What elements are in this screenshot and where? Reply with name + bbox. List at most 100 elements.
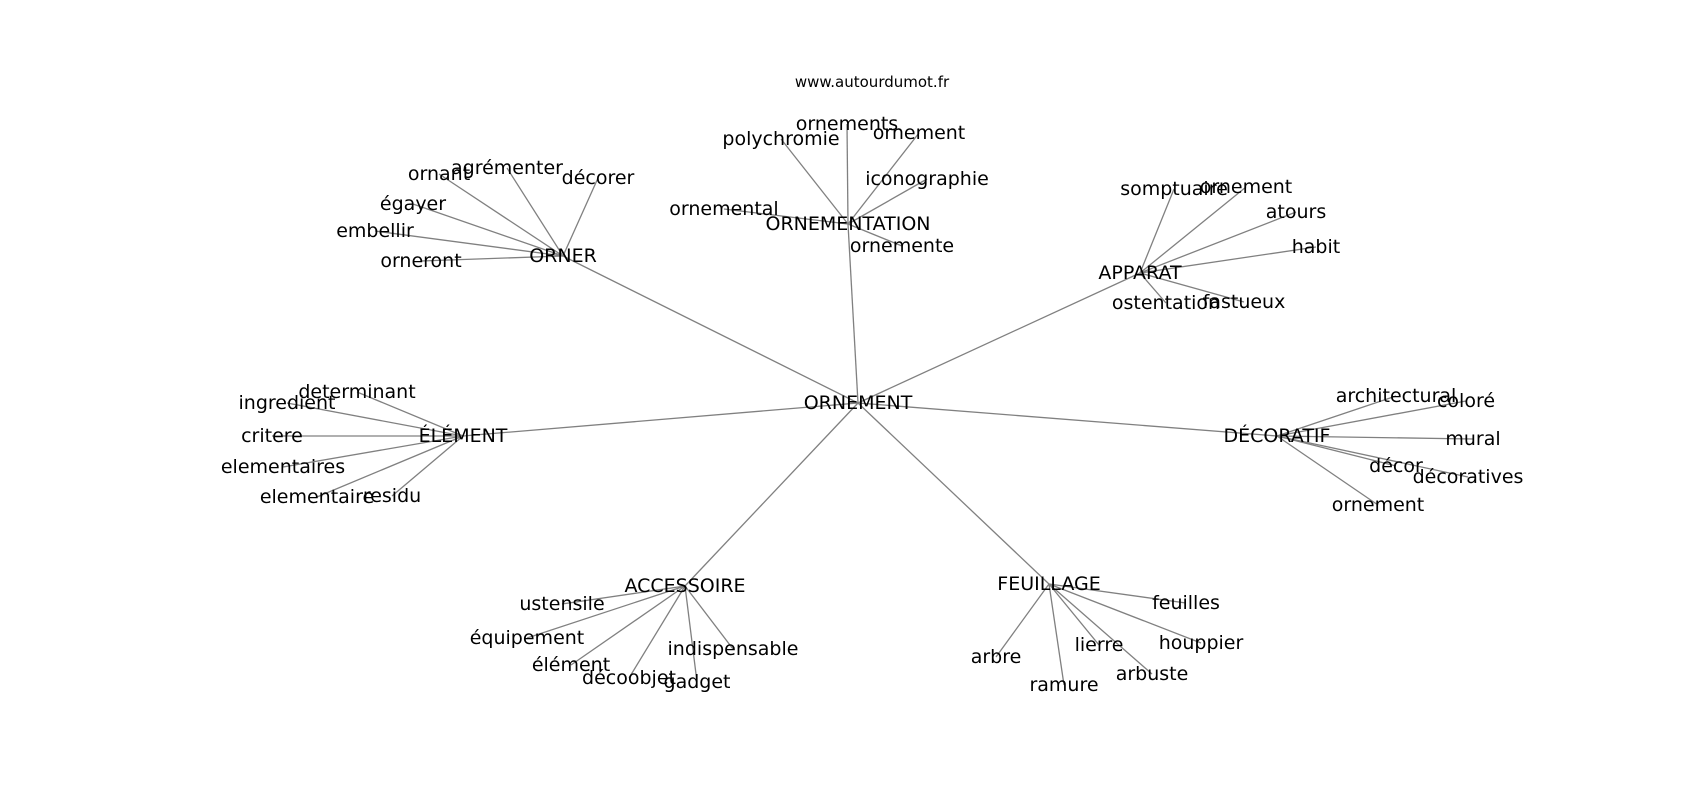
hub-node-label-feuillage: FEUILLAGE	[997, 573, 1100, 595]
edge-apparat-leaf-2	[1139, 211, 1297, 274]
leaf-node-label-decoratif-1: coloré	[1437, 390, 1495, 412]
edge-decoratif-leaf-0	[1276, 395, 1397, 437]
leaf-node-label-ornementation-1: ornements	[796, 113, 898, 135]
edge-feuillage-leaf-4	[1048, 583, 1065, 686]
leaf-node-label-apparat-1: ornement	[1200, 176, 1293, 198]
edge-ornementation-leaf-0	[780, 138, 849, 225]
edge-decoratif-leaf-1	[1276, 400, 1467, 437]
edge-decoratif-leaf-4	[1276, 435, 1469, 478]
hub-node-label-orner: ORNER	[529, 245, 597, 267]
edge-element-leaf-0	[356, 391, 464, 437]
leaf-node-label-accessoire-4: gadget	[664, 671, 731, 693]
leaf-node-label-orner-4: embellir	[336, 220, 414, 242]
edge-element-leaf-4	[316, 435, 464, 498]
leaf-node-label-accessoire-2: élément	[532, 654, 610, 676]
edge-orner-leaf-3	[412, 203, 564, 257]
edge-center-to-element	[462, 402, 859, 437]
leaf-node-label-accessoire-1: équipement	[470, 627, 585, 649]
leaf-node-label-decoratif-5: ornement	[1332, 494, 1425, 516]
edge-ornementation-leaf-5	[847, 223, 903, 247]
leaf-node-label-element-1: ingredient	[239, 392, 336, 414]
edge-accessoire-leaf-0	[561, 585, 686, 605]
leaf-node-label-ornementation-3: iconographie	[865, 168, 989, 190]
leaf-node-label-feuillage-4: ramure	[1029, 674, 1098, 696]
leaf-node-label-element-0: determinant	[298, 381, 415, 403]
edge-apparat-leaf-0	[1139, 188, 1175, 274]
leaf-node-label-decoratif-2: mural	[1445, 428, 1500, 450]
leaf-node-label-feuillage-3: lierre	[1075, 634, 1124, 656]
edge-ornementation-leaf-2	[847, 132, 920, 225]
edge-ornementation-leaf-1	[846, 123, 849, 225]
edge-apparat-leaf-1	[1139, 186, 1247, 274]
edge-orner-leaf-0	[438, 173, 564, 257]
hub-node-label-ornementation: ORNEMENTATION	[765, 213, 930, 235]
edge-feuillage-leaf-3	[1048, 583, 1100, 646]
leaf-node-label-orner-5: orneront	[380, 250, 461, 272]
edge-element-leaf-1	[286, 402, 464, 437]
leaf-node-label-ornementation-4: ornemental	[669, 198, 778, 220]
edge-center-to-feuillage	[857, 402, 1050, 585]
leaf-node-label-orner-0: ornant	[408, 163, 470, 185]
edge-feuillage-leaf-0	[1048, 583, 1187, 604]
leaf-node-label-feuillage-0: feuilles	[1152, 592, 1220, 614]
leaf-node-label-apparat-5: fastueux	[1203, 291, 1286, 313]
leaf-node-label-orner-3: égayer	[380, 193, 446, 215]
edge-orner-leaf-4	[374, 230, 564, 257]
edge-feuillage-leaf-5	[995, 583, 1050, 658]
leaf-node-label-ornementation-5: ornemente	[850, 235, 954, 257]
leaf-node-label-feuillage-2: arbuste	[1116, 663, 1189, 685]
edge-center-to-apparat	[857, 272, 1141, 404]
leaf-node-label-accessoire-3: décoobjet	[582, 667, 676, 689]
leaf-node-label-ornementation-2: ornement	[873, 122, 966, 144]
edge-feuillage-leaf-2	[1048, 583, 1153, 675]
leaf-node-label-ornementation-0: polychromie	[722, 128, 839, 150]
edge-ornementation-leaf-3	[847, 178, 928, 225]
edge-decoratif-leaf-3	[1276, 435, 1397, 467]
edge-accessoire-leaf-1	[526, 585, 686, 639]
leaf-node-label-accessoire-5: indispensable	[668, 638, 799, 660]
leaf-node-label-decoratif-0: architectural	[1336, 385, 1457, 407]
edge-center-to-ornementation	[847, 223, 859, 404]
leaf-node-label-orner-1: agrémenter	[451, 157, 563, 179]
hub-node-label-decoratif: DÉCORATIF	[1224, 424, 1331, 447]
edge-element-leaf-3	[282, 435, 464, 468]
hub-node-label-accessoire: ACCESSOIRE	[624, 575, 745, 597]
leaf-node-label-accessoire-0: ustensile	[519, 593, 604, 615]
edge-orner-leaf-2	[562, 177, 599, 257]
edge-decoratif-leaf-5	[1276, 435, 1379, 506]
edge-apparat-leaf-3	[1139, 246, 1317, 274]
edge-accessoire-leaf-5	[684, 585, 734, 650]
edge-decoratif-leaf-2	[1276, 435, 1474, 440]
edge-accessoire-leaf-3	[628, 585, 686, 679]
hub-node-label-apparat: APPARAT	[1098, 262, 1182, 284]
edge-orner-leaf-5	[420, 255, 564, 262]
leaf-node-label-element-3: elementaires	[221, 456, 345, 478]
edge-element-leaf-5	[391, 435, 464, 497]
edge-apparat-leaf-4	[1139, 272, 1167, 304]
leaf-node-label-feuillage-5: arbre	[971, 646, 1022, 668]
leaf-node-label-orner-2: décorer	[562, 167, 635, 189]
leaf-node-label-apparat-3: habit	[1292, 236, 1340, 258]
leaf-node-label-element-4: elementaire	[260, 486, 374, 508]
hub-node-label-element: ÉLÉMENT	[419, 424, 508, 447]
edge-center-to-orner	[562, 255, 859, 404]
leaf-node-label-element-5: residu	[363, 485, 421, 507]
edge-layer	[272, 123, 1474, 686]
center-node-label: ORNEMENT	[804, 392, 913, 414]
leaf-node-label-apparat-0: somptuaire	[1120, 178, 1228, 200]
edge-apparat-leaf-5	[1139, 272, 1245, 303]
edge-feuillage-leaf-1	[1048, 583, 1202, 644]
leaf-node-label-feuillage-1: houppier	[1159, 632, 1244, 654]
edge-ornementation-leaf-4	[723, 208, 849, 225]
leaf-node-label-decoratif-3: décor	[1369, 455, 1423, 477]
edge-accessoire-leaf-2	[570, 585, 686, 666]
site-url-label: www.autourdumot.fr	[795, 73, 950, 91]
edge-center-to-accessoire	[684, 402, 859, 587]
leaf-node-label-apparat-2: atours	[1266, 201, 1326, 223]
edge-accessoire-leaf-4	[684, 585, 698, 683]
leaf-node-label-apparat-4: ostentation	[1112, 292, 1220, 314]
leaf-node-label-decoratif-4: décoratives	[1413, 466, 1524, 488]
edge-center-to-decoratif	[857, 402, 1278, 437]
